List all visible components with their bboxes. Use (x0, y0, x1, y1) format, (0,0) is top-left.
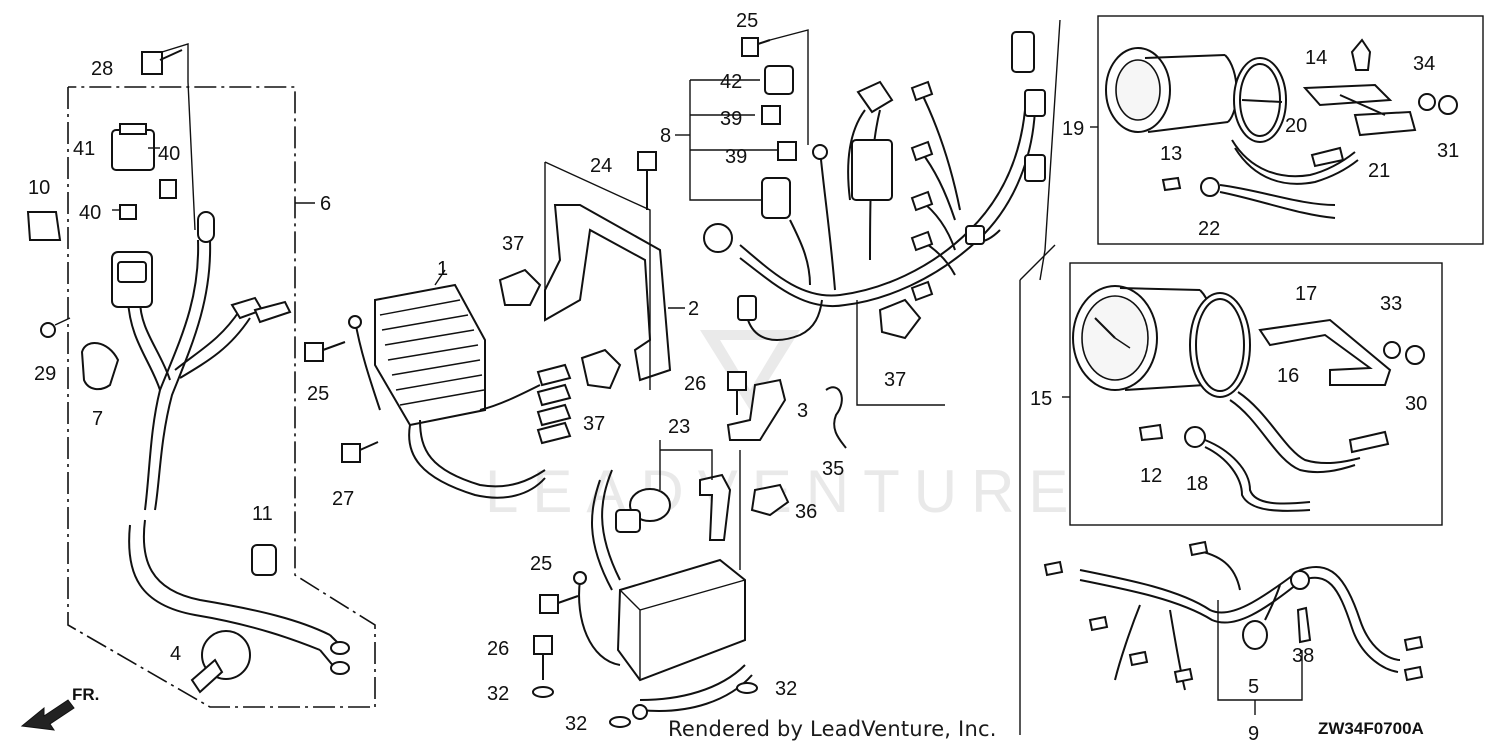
callout-7[interactable]: 7 (92, 408, 103, 430)
callout-15[interactable]: 15 (1030, 388, 1052, 410)
callout-24[interactable]: 24 (590, 155, 612, 177)
callout-21[interactable]: 21 (1368, 160, 1390, 182)
callout-40-left[interactable]: 40 (79, 202, 101, 224)
callout-4[interactable]: 4 (170, 643, 181, 665)
callout-33[interactable]: 33 (1380, 293, 1402, 315)
callout-37-left[interactable]: 37 (502, 233, 524, 255)
callout-25-top[interactable]: 25 (736, 10, 758, 32)
group-cdi-unit (532, 371, 847, 728)
callout-42[interactable]: 42 (720, 71, 742, 93)
callout-25-cdi[interactable]: 25 (530, 553, 552, 575)
callout-39-upper[interactable]: 39 (720, 108, 742, 130)
callout-19[interactable]: 19 (1062, 118, 1084, 140)
svg-text:FR.: FR. (72, 685, 99, 704)
callout-34[interactable]: 34 (1413, 53, 1435, 75)
callout-30[interactable]: 30 (1405, 393, 1427, 415)
callout-11[interactable]: 11 (252, 503, 273, 525)
callout-32-left[interactable]: 32 (487, 683, 509, 705)
callout-20[interactable]: 20 (1285, 115, 1307, 137)
callout-8[interactable]: 8 (660, 125, 671, 147)
callouts: 1 2 3 4 5 6 7 8 9 10 11 12 13 14 15 16 1… (28, 10, 1459, 745)
watermark-logo (700, 330, 800, 410)
callout-31[interactable]: 31 (1437, 140, 1459, 162)
callout-3[interactable]: 3 (797, 400, 808, 422)
group-hour-meter (1090, 15, 1484, 245)
group-regulator (304, 151, 685, 499)
callout-17[interactable]: 17 (1295, 283, 1317, 305)
group-tachometer (1062, 262, 1443, 526)
callout-25-regulator[interactable]: 25 (307, 383, 329, 405)
callout-16[interactable]: 16 (1277, 365, 1299, 387)
callout-12[interactable]: 12 (1140, 465, 1162, 487)
callout-22[interactable]: 22 (1198, 218, 1220, 240)
callout-39-lower[interactable]: 39 (725, 146, 747, 168)
callout-26-bracket[interactable]: 26 (684, 373, 706, 395)
callout-5[interactable]: 5 (1248, 676, 1259, 698)
callout-41[interactable]: 41 (73, 138, 95, 160)
callout-37-center[interactable]: 37 (583, 413, 605, 435)
group-main-harness (26, 43, 376, 708)
callout-9[interactable]: 9 (1248, 723, 1259, 745)
callout-1[interactable]: 1 (437, 258, 448, 280)
callout-32-right[interactable]: 32 (775, 678, 797, 700)
callout-36[interactable]: 36 (795, 501, 817, 523)
callout-26-cdi[interactable]: 26 (487, 638, 509, 660)
callout-29[interactable]: 29 (34, 363, 56, 385)
callout-14[interactable]: 14 (1305, 47, 1327, 69)
callout-40-right[interactable]: 40 (158, 143, 180, 165)
callout-10[interactable]: 10 (28, 177, 50, 199)
callout-37-right[interactable]: 37 (884, 369, 906, 391)
callout-28[interactable]: 28 (91, 58, 113, 80)
rendered-by-credit: Rendered by LeadVenture, Inc. (668, 717, 997, 741)
front-direction-arrow: FR. (20, 685, 99, 731)
group-sub-harness (675, 19, 1061, 406)
callout-32-bottom[interactable]: 32 (565, 713, 587, 735)
callout-18[interactable]: 18 (1186, 473, 1208, 495)
group-meter-harness (1019, 244, 1424, 735)
callout-38[interactable]: 38 (1292, 645, 1314, 667)
callout-23[interactable]: 23 (668, 416, 690, 438)
callout-35[interactable]: 35 (822, 458, 844, 480)
diagram-code: ZW34F0700A (1318, 719, 1424, 738)
callout-27[interactable]: 27 (332, 488, 354, 510)
callout-13[interactable]: 13 (1160, 143, 1182, 165)
callout-2[interactable]: 2 (688, 298, 699, 320)
callout-6[interactable]: 6 (320, 193, 331, 215)
